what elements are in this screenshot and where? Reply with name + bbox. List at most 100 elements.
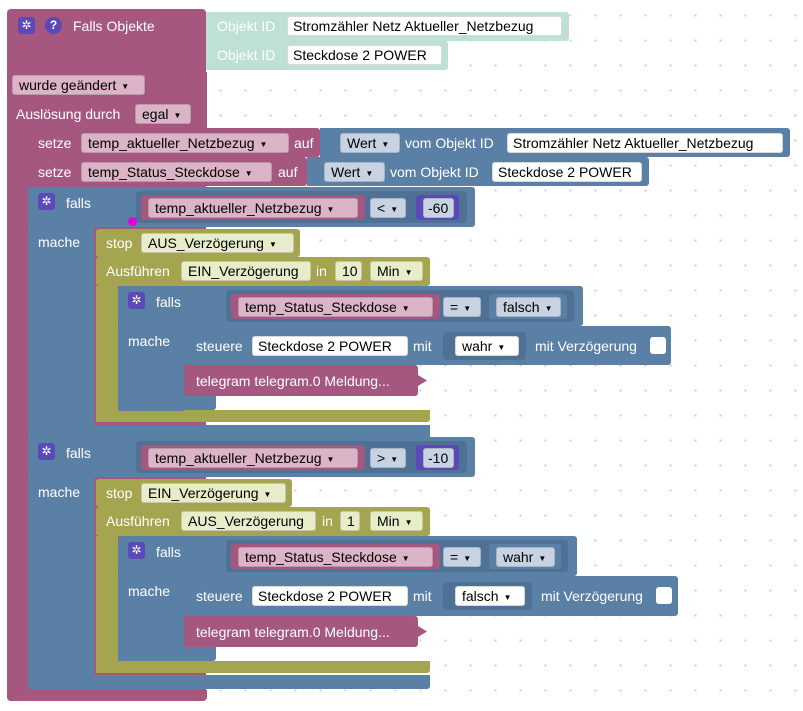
if-block-2-left — [28, 477, 94, 689]
telegram-notch-2 — [413, 623, 427, 640]
number-field-2[interactable]: -10 — [423, 448, 454, 468]
exec-block-2-left — [96, 536, 118, 673]
if-block-1-bottom — [28, 425, 430, 437]
chevron-down-icon: ▼ — [497, 343, 506, 352]
stop-keyword-2: stop — [106, 485, 133, 501]
do-keyword-1: mache — [38, 234, 81, 250]
if-block-2-bottom — [28, 675, 430, 689]
in-keyword-2: in — [322, 513, 333, 529]
compare-var-dropdown-2[interactable]: temp_aktueller_Netzbezug▼ — [148, 448, 358, 468]
trigger-statement-spine — [14, 128, 28, 690]
inner-if-keyword-2: falls — [156, 544, 181, 560]
telegram-notch-1 — [413, 372, 427, 389]
chevron-down-icon: ▼ — [390, 205, 399, 214]
operator-dropdown-2[interactable]: >▼ — [370, 448, 406, 468]
chevron-down-icon: ▼ — [381, 140, 390, 149]
if-keyword-2: falls — [66, 445, 91, 461]
inner-if-keyword-1: falls — [156, 294, 181, 310]
delay-checkbox-1[interactable] — [650, 337, 666, 354]
exec-block-1-bottom — [96, 410, 430, 422]
value-dropdown-1[interactable]: Wert▼ — [340, 133, 400, 153]
chevron-down-icon: ▼ — [173, 111, 182, 120]
chevron-down-icon: ▼ — [538, 554, 547, 563]
gear-icon[interactable]: ✲ — [38, 193, 55, 210]
connection-marker — [128, 217, 137, 226]
telegram-block-1[interactable] — [184, 365, 418, 396]
set-var-dropdown-2[interactable]: temp_Status_Steckdose▼ — [81, 162, 272, 182]
chevron-down-icon: ▼ — [326, 205, 335, 214]
gear-icon[interactable]: ✲ — [18, 17, 35, 34]
inner-operator-dropdown-2[interactable]: =▼ — [443, 547, 481, 567]
chevron-down-icon: ▼ — [268, 240, 277, 249]
chevron-down-icon: ▼ — [463, 304, 472, 313]
bool-dropdown-2[interactable]: wahr▼ — [496, 547, 555, 567]
gear-icon[interactable]: ✲ — [128, 542, 145, 559]
trigger-title: Falls Objekte — [73, 18, 155, 34]
exec-timer-dropdown-2[interactable]: AUS_Verzögerung — [181, 511, 316, 531]
chevron-down-icon: ▼ — [401, 304, 410, 313]
operator-dropdown-1[interactable]: <▼ — [370, 198, 406, 218]
delay-field-1[interactable]: 10 — [335, 261, 362, 281]
telegram-label-1: telegram telegram.0 Meldung... — [196, 373, 390, 389]
delay-field-2[interactable]: 1 — [340, 511, 360, 531]
value-dropdown-2[interactable]: Wert▼ — [324, 162, 385, 182]
number-field-1[interactable]: -60 — [423, 198, 454, 218]
chevron-down-icon: ▼ — [121, 82, 130, 91]
set-keyword-1: setze — [38, 135, 72, 151]
stop-timer-dropdown-2[interactable]: EIN_Verzögerung▼ — [141, 483, 286, 503]
chevron-down-icon: ▼ — [503, 593, 512, 602]
chevron-down-icon: ▼ — [390, 455, 399, 464]
inner-var-dropdown-2[interactable]: temp_Status_Steckdose▼ — [238, 547, 433, 567]
object-id-field-1[interactable]: Stromzähler Netz Aktueller_Netzbezug — [287, 16, 562, 36]
set-var-dropdown-1[interactable]: temp_aktueller_Netzbezug▼ — [81, 133, 289, 153]
with-keyword-1: mit — [413, 338, 432, 354]
telegram-label-2: telegram telegram.0 Meldung... — [196, 624, 390, 640]
inner-operator-dropdown-1[interactable]: =▼ — [443, 297, 481, 317]
object-id-field-2[interactable]: Steckdose 2 POWER — [287, 45, 442, 65]
if-block-1-left — [28, 227, 94, 437]
compare-var-dropdown-1[interactable]: temp_aktueller_Netzbezug▼ — [148, 198, 358, 218]
trigger-label: Auslösung durch — [16, 106, 121, 122]
control-value-dropdown-1[interactable]: wahr▼ — [455, 336, 519, 356]
unit-dropdown-1[interactable]: Min▼ — [370, 261, 423, 281]
telegram-block-2[interactable] — [184, 616, 418, 647]
with-keyword-2: mit — [413, 588, 432, 604]
set-to-keyword-2: auf — [278, 164, 298, 180]
chevron-down-icon: ▼ — [365, 169, 374, 178]
object-id-label-2: Objekt ID — [217, 47, 276, 63]
with-delay-keyword-1: mit Verzögerung — [535, 338, 637, 354]
gear-icon[interactable]: ✲ — [38, 443, 55, 460]
object-id-label-1: Objekt ID — [217, 18, 276, 34]
chevron-down-icon: ▼ — [404, 518, 413, 527]
exec-timer-dropdown-1[interactable]: EIN_Verzögerung — [181, 261, 311, 281]
trigger-block-bottom-cap — [7, 690, 207, 701]
chevron-down-icon: ▼ — [544, 304, 553, 313]
from-object-keyword-2: vom Objekt ID — [390, 164, 479, 180]
stop-keyword-1: stop — [106, 235, 133, 251]
stop-timer-dropdown-1[interactable]: AUS_Verzögerung▼ — [141, 233, 294, 253]
control-keyword-1: steuere — [196, 338, 243, 354]
exec-block-2-bottom — [96, 661, 430, 673]
from-object-field-1[interactable]: Stromzähler Netz Aktueller_Netzbezug — [507, 133, 783, 153]
do-keyword-2: mache — [38, 484, 81, 500]
inner-var-dropdown-1[interactable]: temp_Status_Steckdose▼ — [238, 297, 433, 317]
gear-icon[interactable]: ✲ — [128, 292, 145, 309]
delay-checkbox-2[interactable] — [656, 587, 672, 604]
bool-dropdown-1[interactable]: falsch▼ — [496, 297, 561, 317]
trigger-dropdown[interactable]: egal▼ — [135, 104, 191, 124]
inner-if-block-1-bottom — [118, 396, 216, 410]
control-device-field-1[interactable]: Steckdose 2 POWER — [252, 336, 408, 356]
from-object-field-2[interactable]: Steckdose 2 POWER — [492, 162, 642, 182]
unit-dropdown-2[interactable]: Min▼ — [370, 511, 423, 531]
chevron-down-icon: ▼ — [259, 140, 268, 149]
with-delay-keyword-2: mit Verzögerung — [541, 588, 643, 604]
control-value-dropdown-2[interactable]: falsch▼ — [455, 586, 525, 606]
help-icon[interactable]: ? — [45, 17, 62, 34]
inner-do-keyword-1: mache — [128, 333, 171, 349]
chevron-down-icon: ▼ — [263, 490, 272, 499]
control-device-field-2[interactable]: Steckdose 2 POWER — [252, 586, 408, 606]
exec-keyword-1: Ausführen — [106, 263, 170, 279]
control-keyword-2: steuere — [196, 588, 243, 604]
condition-dropdown[interactable]: wurde geändert▼ — [12, 75, 145, 95]
chevron-down-icon: ▼ — [326, 455, 335, 464]
